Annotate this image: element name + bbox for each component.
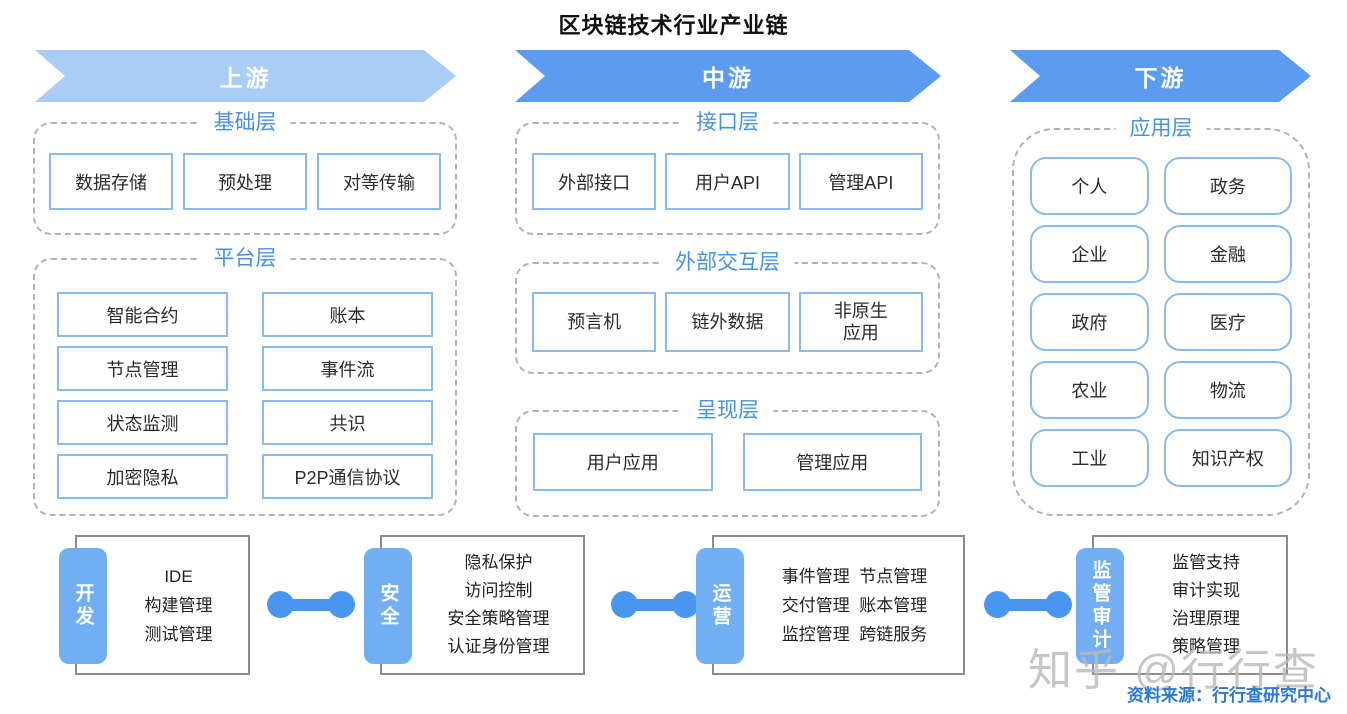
source-credit: 资料来源：行行查研究中心 (1127, 686, 1331, 705)
module-line: 监控管理 跨链服务 (781, 624, 928, 644)
application-item-ip: 知识产权 (1163, 429, 1292, 487)
module-regulation-audit: 监管审计 监管支持 审计实现 治理原理 策略管理 (1076, 535, 1288, 675)
module-line: 构建管理 (144, 595, 213, 615)
stage-label-upstream: 上游 (219, 65, 272, 91)
group-application-layer: 应用层 个人 政务 企业 金融 政府 医疗 农业 物流 工业 知识产权 (1012, 115, 1310, 516)
module-pill-security: 安全 (364, 548, 412, 664)
module-line: 监管支持 (1172, 553, 1240, 572)
presentation-item-admin-app: 管理应用 (742, 433, 922, 491)
zhihu-watermark: 知乎 @行行查 (1028, 646, 1319, 695)
diagram-title: 区块链技术行业产业链 (558, 13, 789, 38)
application-item-government: 政府 (1030, 293, 1149, 351)
platform-item-consensus: 共识 (262, 400, 433, 445)
group-title-interface: 接口层 (682, 109, 773, 137)
foundation-items-row: 数据存储 预处理 对等传输 (35, 124, 455, 210)
external-item-non-native-app: 非原生应用 (798, 292, 923, 352)
application-item-agriculture: 农业 (1030, 361, 1149, 419)
group-presentation-layer: 呈现层 用户应用 管理应用 (515, 397, 940, 517)
application-items-grid: 个人 政务 企业 金融 政府 医疗 农业 物流 工业 知识产权 (1014, 130, 1308, 487)
platform-item-state-monitoring: 状态监测 (57, 400, 228, 445)
platform-item-ledger: 账本 (262, 292, 433, 337)
platform-item-node-management: 节点管理 (57, 346, 228, 391)
presentation-item-user-app: 用户应用 (533, 433, 713, 491)
application-item-gov-affairs: 政务 (1163, 157, 1292, 215)
module-line: 认证身份管理 (447, 637, 550, 656)
interface-item-user-api: 用户API (665, 153, 790, 210)
interface-item-admin-api: 管理API (798, 153, 923, 210)
non-native-app-label: 非原生应用 (833, 300, 888, 344)
module-development-content: IDE 构建管理 测试管理 (111, 537, 246, 673)
stage-arrow-downstream: 下游 (1010, 50, 1311, 102)
connector-bar (623, 599, 687, 611)
group-title-foundation: 基础层 (199, 109, 291, 137)
application-item-enterprise: 企业 (1030, 225, 1149, 283)
group-title-platform: 平台层 (199, 245, 291, 273)
external-item-offchain-data: 链外数据 (665, 292, 790, 352)
foundation-item-p2p-transfer: 对等传输 (317, 153, 441, 210)
stage-arrow-midstream: 中游 (515, 50, 941, 102)
application-item-medical: 医疗 (1163, 293, 1292, 351)
application-item-industry: 工业 (1030, 429, 1149, 487)
application-item-finance: 金融 (1163, 225, 1292, 283)
module-line: 审计实现 (1172, 581, 1240, 600)
group-title-application: 应用层 (1115, 115, 1207, 143)
connector-operations-regulation (984, 591, 1072, 619)
module-label-security: 安全 (377, 583, 399, 629)
group-external-interaction-layer: 外部交互层 预言机 链外数据 非原生应用 (515, 249, 940, 374)
group-title-external-interaction: 外部交互层 (661, 249, 794, 277)
application-item-personal: 个人 (1030, 157, 1149, 215)
platform-item-event-stream: 事件流 (262, 346, 433, 391)
application-item-logistics: 物流 (1163, 361, 1292, 419)
module-security: 安全 隐私保护 访问控制 安全策略管理 认证身份管理 (364, 535, 585, 675)
module-line: 事件管理 节点管理 (781, 566, 928, 586)
stage-label-midstream: 中游 (702, 65, 754, 91)
connector-bar (996, 599, 1060, 611)
external-item-oracle: 预言机 (532, 292, 657, 352)
module-label-development: 开发 (72, 583, 94, 629)
group-platform-layer: 平台层 智能合约 账本 节点管理 事件流 状态监测 共识 加密隐私 P2P通信协… (33, 245, 457, 516)
platform-items-grid: 智能合约 账本 节点管理 事件流 状态监测 共识 加密隐私 P2P通信协议 (35, 260, 455, 499)
module-label-regulation-audit: 监管审计 (1089, 560, 1111, 652)
connector-bar (279, 599, 343, 611)
foundation-item-data-storage: 数据存储 (49, 153, 173, 210)
platform-item-p2p-protocol: P2P通信协议 (262, 454, 433, 499)
module-line: 治理原理 (1172, 609, 1240, 628)
stage-arrow-upstream: 上游 (35, 50, 456, 102)
interface-item-external-interface: 外部接口 (532, 153, 657, 210)
module-line: 策略管理 (1172, 637, 1240, 656)
foundation-item-preprocessing: 预处理 (183, 153, 307, 210)
module-line: 安全策略管理 (447, 609, 550, 628)
platform-item-smart-contract: 智能合约 (57, 292, 228, 337)
module-operations: 运营 事件管理 节点管理 交付管理 账本管理 监控管理 跨链服务 (696, 535, 965, 675)
presentation-items-row: 用户应用 管理应用 (517, 412, 938, 491)
module-regulation-audit-content: 监管支持 审计实现 治理原理 策略管理 (1128, 537, 1284, 673)
module-pill-operations: 运营 (696, 548, 744, 664)
group-title-presentation: 呈现层 (682, 397, 773, 425)
module-pill-development: 开发 (59, 548, 107, 664)
module-label-operations: 运营 (709, 583, 731, 629)
connector-security-operations (611, 591, 699, 619)
connector-development-security (267, 591, 355, 619)
interface-items-row: 外部接口 用户API 管理API (517, 124, 938, 210)
group-interface-layer: 接口层 外部接口 用户API 管理API (515, 109, 940, 235)
module-security-content: 隐私保护 访问控制 安全策略管理 认证身份管理 (416, 537, 581, 673)
module-pill-regulation-audit: 监管审计 (1076, 548, 1124, 664)
module-line: 测试管理 (144, 624, 213, 644)
module-operations-content: 事件管理 节点管理 交付管理 账本管理 监控管理 跨链服务 (748, 537, 961, 673)
module-line: IDE (164, 566, 193, 586)
platform-item-crypto-privacy: 加密隐私 (57, 454, 228, 499)
stage-label-downstream: 下游 (1134, 65, 1187, 91)
external-interaction-items-row: 预言机 链外数据 非原生应用 (517, 264, 938, 352)
module-line: 访问控制 (464, 581, 533, 600)
group-foundation-layer: 基础层 数据存储 预处理 对等传输 (33, 109, 457, 235)
module-line: 隐私保护 (464, 553, 533, 572)
module-line: 交付管理 账本管理 (781, 595, 928, 615)
module-development: 开发 IDE 构建管理 测试管理 (59, 535, 250, 675)
